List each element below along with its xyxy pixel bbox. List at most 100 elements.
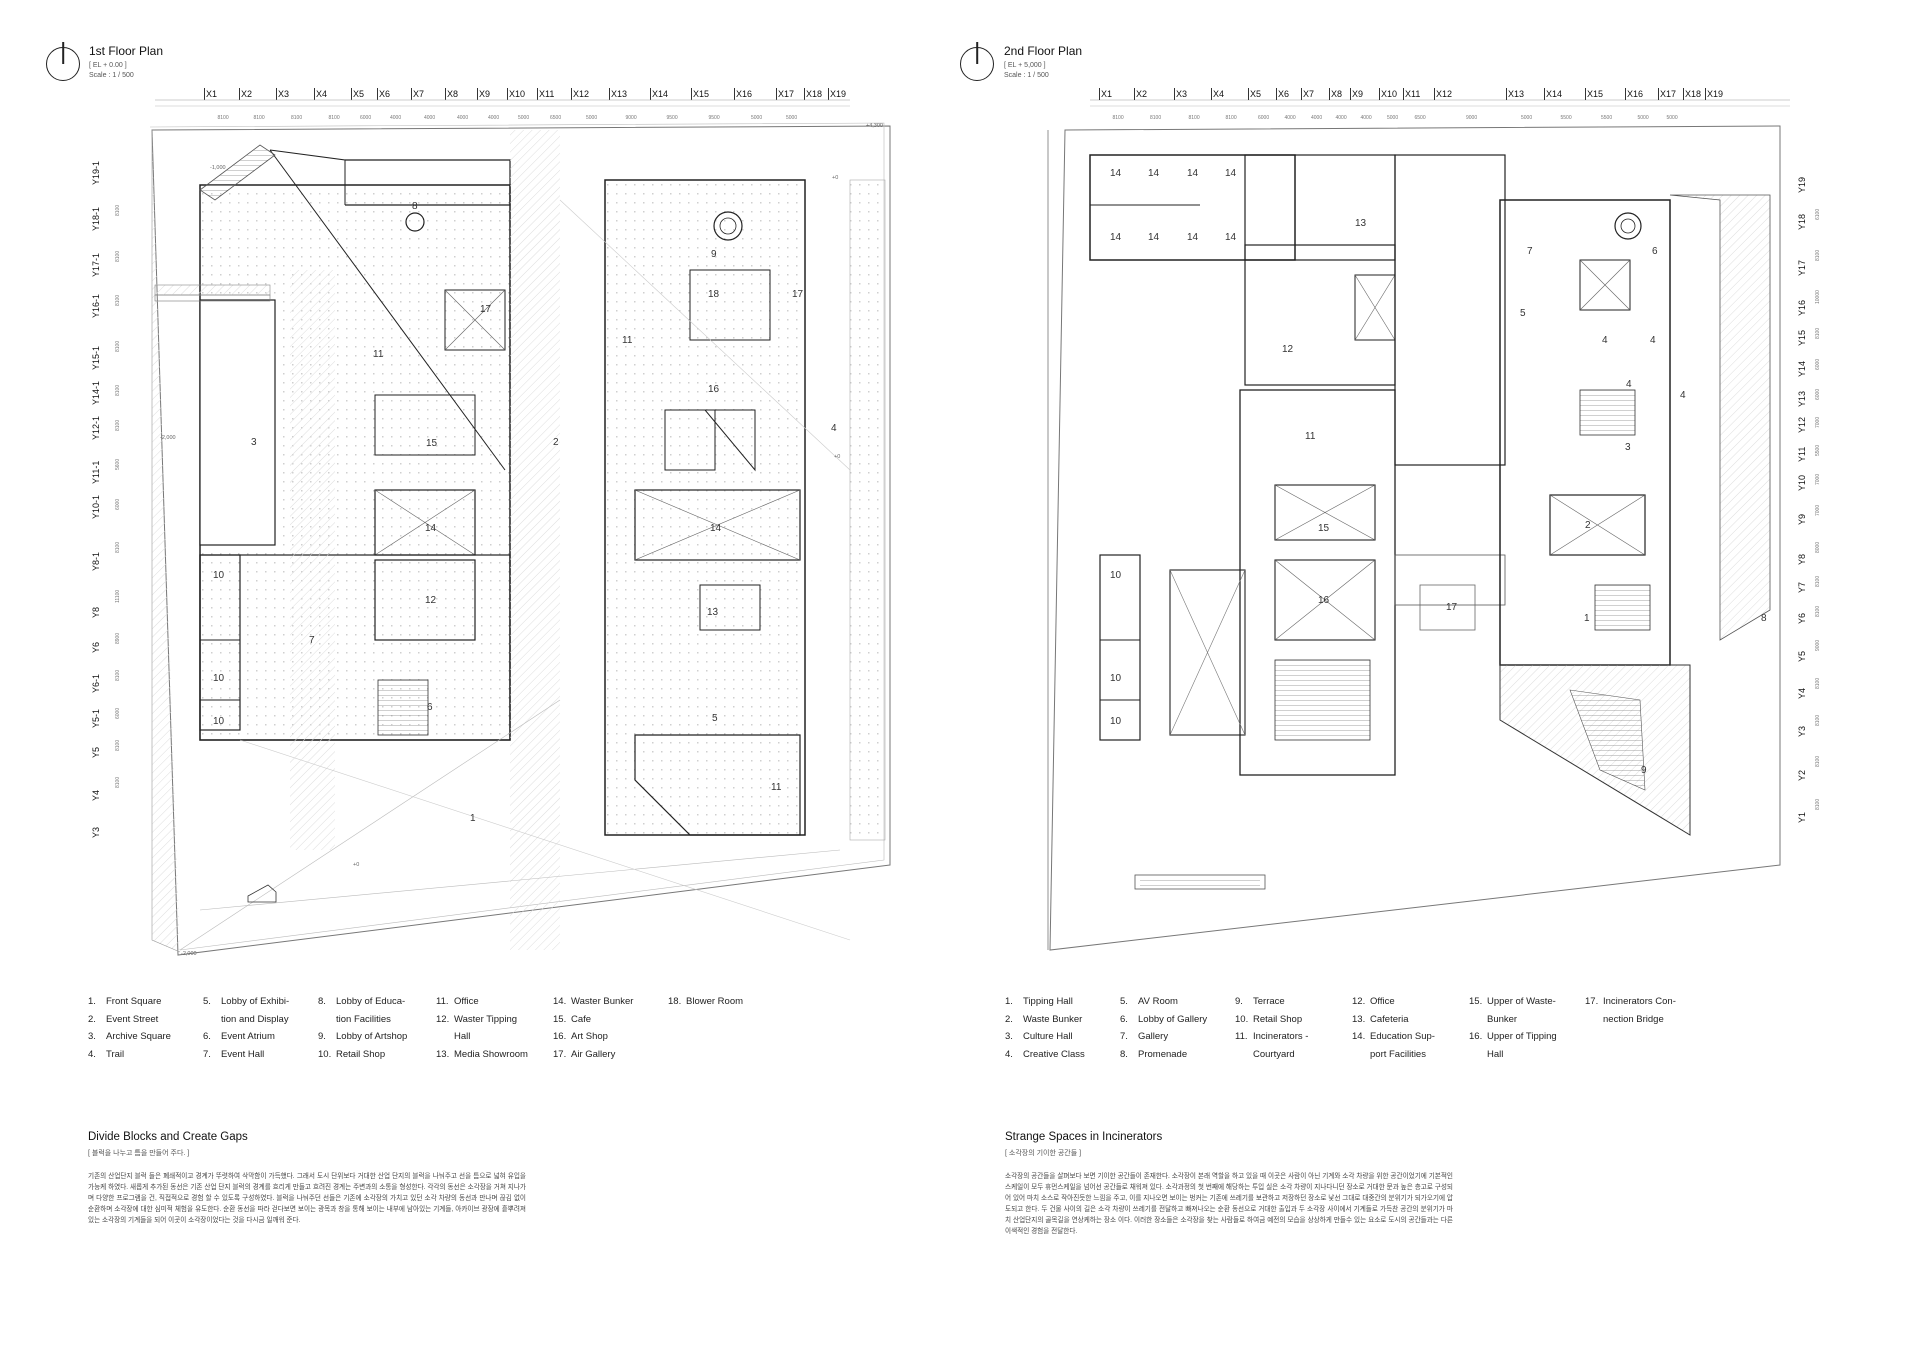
- grid-tick: [734, 88, 735, 100]
- plan-title-1f: 1st Floor Plan: [89, 44, 164, 58]
- legend-item: 5.AV Room: [1120, 993, 1178, 1011]
- legend-number: 7.: [1120, 1031, 1128, 1042]
- grid-x-dimension: 5500: [1560, 115, 1572, 121]
- room-1f-14b: 14: [710, 523, 722, 534]
- grid-x-label: X5: [353, 89, 365, 99]
- grid-x-dimension: 6000: [1258, 115, 1270, 121]
- grid-x-label: X11: [539, 89, 555, 99]
- legend-number: 4.: [1005, 1048, 1013, 1060]
- room-1f-16: 16: [708, 384, 720, 395]
- legend-number: 12.: [436, 1013, 450, 1025]
- grid-y-dimension: 5500: [1815, 444, 1821, 456]
- legend-number: 4.: [88, 1048, 96, 1060]
- plan-scale-2f: Scale : 1 / 500: [1004, 72, 1049, 79]
- grid-tick: [1585, 88, 1586, 100]
- grid-x-label: X2: [241, 89, 253, 99]
- grid-y-dimension: 7000: [1815, 416, 1821, 428]
- legend-item: 13.Cafeteria: [1352, 1011, 1409, 1029]
- grid-x-label: X8: [1331, 89, 1343, 99]
- room-1f-11a: 11: [373, 349, 384, 360]
- room-2f-16: 16: [1318, 595, 1330, 606]
- grid-tick: [1434, 88, 1435, 100]
- legend-text: Creative Class: [1023, 1048, 1085, 1060]
- level-mark: +0: [832, 175, 838, 181]
- legend-number: 17.: [1585, 996, 1599, 1007]
- grid-x-dimension: 9500: [708, 115, 720, 121]
- grid-x-dimension: 8100: [217, 115, 229, 121]
- paragraph-1f: 기존의 산업단지 블럭 들은 폐쇄적이고 경계가 뚜렷하여 삭막함이 가득했다.…: [88, 1173, 526, 1224]
- room-numbers-1f: 8 17 9 18 17 11 11 16 3 15 2 4 14 14 10 …: [213, 201, 837, 824]
- grid-y-label: Y12: [1797, 416, 1807, 433]
- legend-item: 3.Culture Hall: [1005, 1028, 1073, 1046]
- legend-number: 17.: [553, 1048, 567, 1060]
- grid-y-label: Y2: [1797, 769, 1807, 781]
- legend-item: 15.Upper of Waste-Bunker: [1469, 993, 1556, 1028]
- grid-y-label: Y4: [1797, 687, 1807, 699]
- grid-x-label: X2: [1136, 89, 1148, 99]
- legend-item: 9.Lobby of Artshop: [318, 1028, 407, 1046]
- grid-x-dimension: 4000: [1335, 115, 1347, 121]
- legend-number: 14.: [553, 996, 567, 1007]
- room-2f-10a: 10: [1110, 570, 1122, 581]
- grid-x-dimension: 4000: [424, 115, 436, 121]
- grid-x-label: X14: [652, 89, 669, 99]
- grid-x-label: X7: [1303, 89, 1315, 99]
- grid-x-dimension: 9000: [1466, 115, 1478, 121]
- room-1f-8: 8: [412, 201, 418, 212]
- room-1f-10c: 10: [213, 716, 225, 727]
- grid-y-label: Y1: [1797, 811, 1807, 823]
- room-1f-10b: 10: [213, 673, 225, 684]
- grid-x-dimension: 4000: [1311, 115, 1323, 121]
- grid-x-label: X16: [1627, 89, 1644, 99]
- legend-number: 10.: [318, 1048, 332, 1060]
- grid-y-label: Y17: [1797, 259, 1807, 276]
- grid-y-dimension: 10000: [1815, 290, 1821, 304]
- legend-text: Air Gallery: [571, 1048, 616, 1060]
- grid-x-label: X12: [573, 89, 590, 99]
- legend-text: Retail Shop: [1253, 1013, 1303, 1025]
- grid-x-label: X17: [1660, 89, 1677, 99]
- room-2f-2: 2: [1585, 520, 1591, 531]
- room-2f-14h: 14: [1110, 232, 1122, 243]
- grid-y-label: Y10: [1797, 474, 1807, 491]
- grid-tick: [445, 88, 446, 100]
- legend-text: Front Square: [106, 996, 162, 1007]
- legend-item: 5.Lobby of Exhibi-tion and Display: [203, 993, 289, 1028]
- grid-x-dimension: 4000: [1360, 115, 1372, 121]
- legend-number: 11.: [1235, 1031, 1248, 1042]
- grid-tick: [1506, 88, 1507, 100]
- grid-x-dimension: 5000: [1521, 115, 1533, 121]
- room-1f-5: 5: [712, 713, 718, 724]
- grid-y-dimension: 6000: [1815, 388, 1821, 400]
- legend-item: 4.Trail: [88, 1046, 124, 1064]
- legend-text: Promenade: [1138, 1048, 1188, 1060]
- grid-tick: [411, 88, 412, 100]
- room-1f-3: 3: [251, 437, 257, 448]
- grid-x-label: X19: [1707, 89, 1724, 99]
- legend-text: Incinerators -Courtyard: [1253, 1031, 1309, 1060]
- legend-number: 18.: [668, 996, 682, 1007]
- grid-x-label: X13: [1508, 89, 1525, 99]
- paragraph-2f: 소각장의 공간들을 살펴보다 보면 기이한 공간들이 존재한다. 소각장이 본래…: [1005, 1173, 1453, 1235]
- room-2f-14f: 14: [1187, 232, 1199, 243]
- legend-item: 7.Gallery: [1120, 1028, 1168, 1046]
- plan-2f: [1047, 99, 1790, 951]
- grid-x-dimension: 5000: [518, 115, 530, 121]
- legend-number: 9.: [1235, 996, 1243, 1007]
- grid-y-label: Y6: [1797, 612, 1807, 624]
- level-mark: -2,000: [160, 435, 176, 441]
- grid-x-label: X19: [830, 89, 847, 99]
- grid-tick: [1099, 88, 1100, 100]
- grid-tick: [477, 88, 478, 100]
- legend-number: 15.: [553, 1013, 567, 1025]
- legend-text: Cafeteria: [1370, 1013, 1409, 1025]
- legend-text: Education Sup-port Facilities: [1370, 1031, 1435, 1060]
- grid-y-label: Y16: [1797, 299, 1807, 316]
- room-2f-14b: 14: [1148, 168, 1160, 179]
- room-2f-10c: 10: [1110, 716, 1122, 727]
- grid-x-dimension: 6000: [360, 115, 372, 121]
- legend-number: 2.: [88, 1013, 96, 1025]
- grid-x-dimension: 6500: [550, 115, 562, 121]
- legend-number: 16.: [1469, 1031, 1483, 1042]
